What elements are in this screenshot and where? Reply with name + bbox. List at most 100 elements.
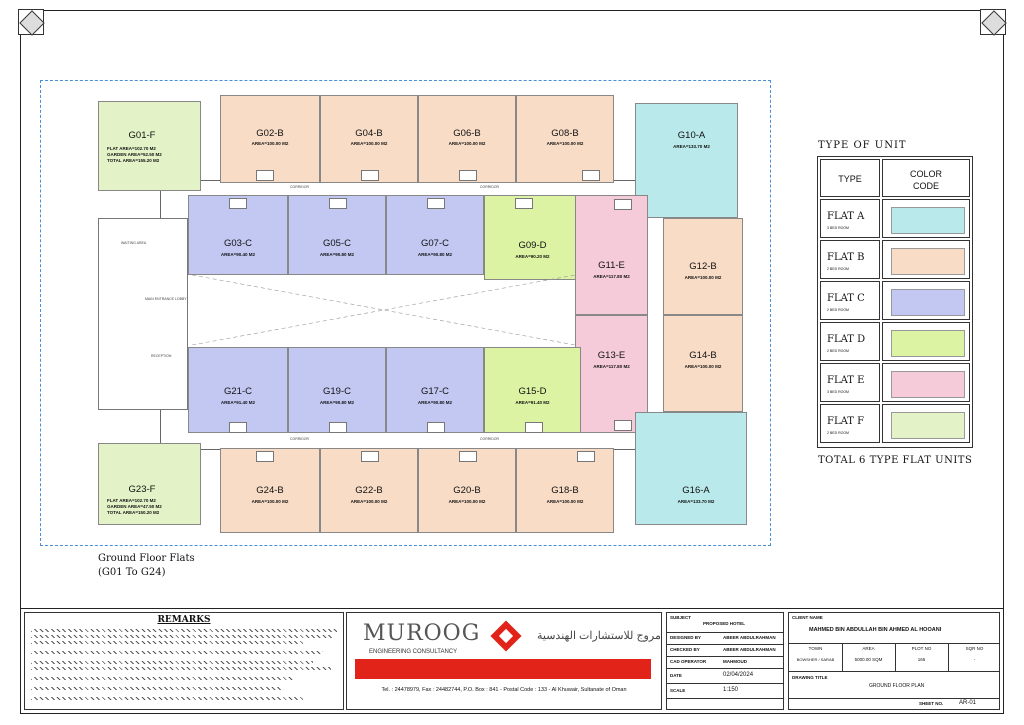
floor-plan: G01-F FLAT AREA=102.70 M2 GARDEN AREA=52… bbox=[95, 95, 750, 533]
entrance-lobby: WAITING AREA MAIN ENTRANCE LOBBY RECEPTI… bbox=[98, 218, 188, 410]
corner-ornament-icon bbox=[18, 9, 45, 36]
plot-value: 165 bbox=[917, 657, 926, 662]
unit-g03[interactable]: G03-C AREA=90.40 M2 bbox=[188, 195, 288, 275]
unit-area: AREA=100.00 M2 bbox=[546, 499, 584, 504]
unit-area: AREA=133.70 M2 bbox=[677, 499, 715, 504]
unit-g24[interactable]: G24-B AREA=100.00 M2 bbox=[220, 448, 320, 533]
unit-area: GARDEN AREA=47.50 M2 bbox=[107, 504, 162, 509]
title-block bbox=[20, 608, 1004, 714]
cad-operator-label: CAD OPERATOR bbox=[670, 659, 707, 664]
unit-label: G16-A bbox=[682, 485, 710, 496]
company-subtitle: ENGINEERING CONSULTANCY bbox=[369, 649, 458, 655]
unit-g23[interactable]: G23-F FLAT AREA=102.70 M2 GARDEN AREA=47… bbox=[98, 443, 201, 525]
unit-label: G08-B bbox=[551, 128, 579, 139]
checked-by-value: ABEER ABDULRAHMAN bbox=[723, 647, 776, 652]
legend-type-name: FLAT A bbox=[827, 211, 865, 222]
legend-type-cell: FLAT D 2 BED ROOM bbox=[820, 322, 880, 361]
unit-g14[interactable]: G14-B AREA=100.00 M2 bbox=[663, 315, 743, 412]
designed-by-label: DESIGNED BY bbox=[670, 635, 702, 640]
unit-area: AREA=90.80 M2 bbox=[319, 400, 355, 405]
unit-area: FLAT AREA=102.70 M2 bbox=[107, 498, 156, 503]
unit-g16[interactable]: G16-A AREA=133.70 M2 bbox=[635, 412, 747, 525]
legend-type-name: FLAT D bbox=[827, 334, 866, 345]
plot-boundary bbox=[40, 80, 771, 546]
unit-g10[interactable]: G10-A AREA=133.70 M2 bbox=[635, 103, 738, 218]
company-arabic: مروج للاستشارات الهندسية bbox=[537, 630, 661, 642]
main-entrance-label: MAIN ENTRANCE LOBBY bbox=[145, 297, 187, 301]
unit-g08[interactable]: G08-B AREA=100.00 M2 bbox=[516, 95, 614, 183]
legend-header-type: TYPE bbox=[838, 174, 862, 184]
legend-header-color: COLOR CODE bbox=[909, 169, 942, 191]
company-contact: Tel. : 24478979, Fax : 24482744, P.O. Bo… bbox=[381, 687, 627, 693]
unit-area: AREA=91.40 M2 bbox=[515, 400, 550, 405]
designed-by-value: ABEER ABDULRAHMAN bbox=[723, 635, 776, 640]
legend-type-name: FLAT C bbox=[827, 293, 865, 304]
unit-g22[interactable]: G22-B AREA=100.00 M2 bbox=[320, 448, 418, 533]
unit-area: AREA=90.80 M2 bbox=[417, 400, 453, 405]
unit-area: AREA=90.40 M2 bbox=[220, 252, 256, 257]
reception-label: RECEPTION bbox=[151, 354, 172, 358]
unit-g05[interactable]: G05-C AREA=90.80 M2 bbox=[288, 195, 386, 275]
company-logo-icon bbox=[487, 617, 525, 655]
remarks-text-line bbox=[31, 629, 337, 632]
unit-g04[interactable]: G04-B AREA=100.00 M2 bbox=[320, 95, 418, 183]
corridor-label: CORRIDOR bbox=[480, 437, 500, 441]
unit-label: G20-B bbox=[453, 485, 481, 496]
unit-area: AREA=100.00 M2 bbox=[350, 141, 388, 146]
legend-type-sub: 2 BED ROOM bbox=[827, 349, 849, 353]
remarks-title: REMARKS bbox=[157, 615, 211, 625]
date-label: DATE bbox=[670, 673, 682, 678]
unit-g11[interactable]: G11-E AREA=117.80 M2 bbox=[575, 195, 648, 315]
unit-label: G13-E bbox=[597, 350, 626, 361]
unit-area: AREA=90.80 M2 bbox=[319, 252, 355, 257]
unit-label: G24-B bbox=[256, 485, 284, 496]
unit-g18[interactable]: G18-B AREA=100.00 M2 bbox=[516, 448, 614, 533]
legend-color-cell bbox=[882, 199, 970, 238]
legend-type-name: FLAT F bbox=[827, 416, 865, 427]
legend-color-swatch bbox=[891, 207, 965, 234]
unit-label: G23-F bbox=[128, 484, 156, 495]
unit-g17[interactable]: G17-C AREA=90.80 M2 bbox=[386, 347, 484, 433]
unit-g09[interactable]: G09-D AREA=90.20 M2 bbox=[484, 195, 581, 280]
unit-label: G21-C bbox=[224, 386, 252, 397]
unit-label: G22-B bbox=[355, 485, 383, 496]
unit-area: FLAT AREA=102.70 M2 bbox=[107, 146, 156, 151]
unit-area: AREA=100.00 M2 bbox=[448, 499, 486, 504]
remarks-text-line bbox=[31, 687, 283, 690]
plot-header: PLOT NO bbox=[911, 646, 932, 651]
unit-g06[interactable]: G06-B AREA=100.00 M2 bbox=[418, 95, 516, 183]
unit-g19[interactable]: G19-C AREA=90.80 M2 bbox=[288, 347, 386, 433]
legend-color-cell bbox=[882, 240, 970, 279]
unit-area: AREA=117.80 M2 bbox=[593, 364, 630, 369]
date-value: 02/04/2024 bbox=[723, 672, 754, 678]
unit-label: G11-E bbox=[598, 260, 625, 271]
company-box: MUROOG ENGINEERING CONSULTANCY مروج للاس… bbox=[346, 612, 662, 710]
plan-caption: Ground Floor Flats bbox=[98, 553, 195, 564]
legend-type-name: FLAT B bbox=[827, 252, 865, 263]
unit-g01[interactable]: G01-F FLAT AREA=102.70 M2 GARDEN AREA=52… bbox=[98, 101, 201, 191]
legend-type-sub: 3 BED ROOM bbox=[827, 390, 849, 394]
remarks-text-line bbox=[31, 677, 293, 680]
unit-area: AREA=100.00 M2 bbox=[684, 275, 722, 280]
unit-g15[interactable]: G15-D AREA=91.40 M2 bbox=[484, 347, 581, 433]
unit-label: G19-C bbox=[323, 386, 351, 397]
unit-area: AREA=100.00 M2 bbox=[546, 141, 584, 146]
legend-type-name: FLAT E bbox=[827, 375, 865, 386]
drawing-title: GROUND FLOOR PLAN bbox=[869, 683, 925, 689]
unit-g07[interactable]: G07-C AREA=90.80 M2 bbox=[386, 195, 484, 275]
town-header: TOWN bbox=[808, 646, 823, 651]
unit-area: AREA=90.20 M2 bbox=[515, 254, 550, 259]
unit-area: TOTAL AREA=155.20 M2 bbox=[107, 158, 160, 163]
unit-g20[interactable]: G20-B AREA=100.00 M2 bbox=[418, 448, 516, 533]
remarks-text-line bbox=[31, 667, 331, 670]
scale-value: 1:150 bbox=[723, 687, 739, 693]
legend-type-sub: 2 BED ROOM bbox=[827, 308, 849, 312]
legend-color-swatch bbox=[891, 412, 965, 439]
unit-g12[interactable]: G12-B AREA=100.00 M2 bbox=[663, 218, 743, 315]
sheet-no-label: SHEET NO. bbox=[919, 701, 944, 706]
legend-type-cell: FLAT C 2 BED ROOM bbox=[820, 281, 880, 320]
unit-g02[interactable]: G02-B AREA=100.00 M2 bbox=[220, 95, 320, 183]
unit-g21[interactable]: G21-C AREA=91.40 M2 bbox=[188, 347, 288, 433]
unit-area: AREA=133.70 M2 bbox=[673, 144, 710, 149]
